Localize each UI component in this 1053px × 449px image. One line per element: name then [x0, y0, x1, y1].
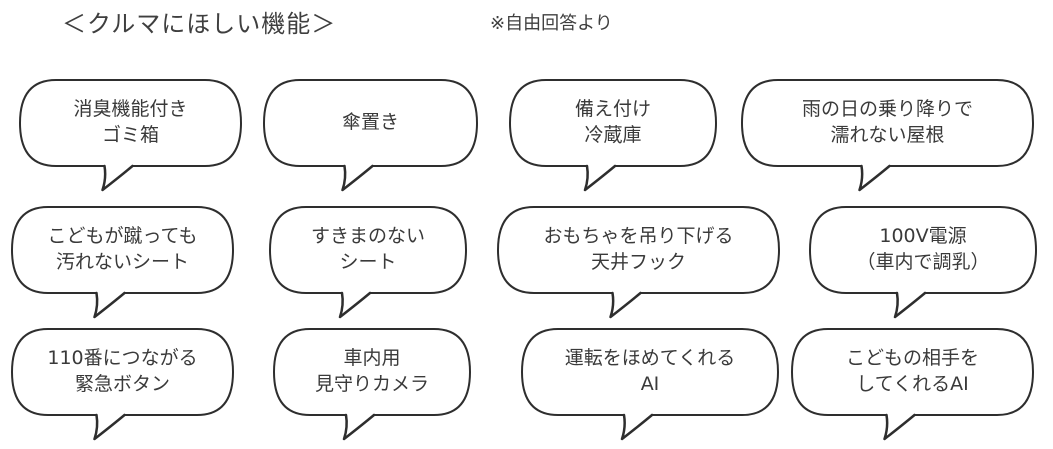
- bubble-body: [497, 206, 780, 294]
- speech-bubble-outline: [11, 206, 234, 319]
- bubble-text-line: 冷蔵庫: [584, 124, 642, 146]
- speech-bubble-kick-proof-seat: こどもが蹴っても汚れないシート: [10, 205, 235, 325]
- bubble-text-line: シート: [339, 251, 397, 273]
- speech-bubble-babysitting-ai: こどもの相手をしてくれるAI: [790, 327, 1035, 447]
- speech-bubble-built-in-fridge: 備え付け冷蔵庫: [508, 78, 718, 198]
- speech-bubble-praising-ai: 運転をほめてくれる AI: [520, 327, 780, 447]
- bubble-text: 雨の日の乗り降りで濡れない屋根: [740, 78, 1035, 168]
- bubble-tail: [342, 413, 376, 441]
- bubble-text: 110番につながる緊急ボタン: [10, 327, 235, 417]
- bubble-tail: [858, 164, 891, 192]
- bubble-text-line: 見守りカメラ: [314, 373, 429, 395]
- bubble-text: 車内用見守りカメラ: [272, 327, 472, 417]
- bubble-text-line: 110番につながる: [47, 347, 198, 370]
- bubble-text-line: 傘置き: [341, 111, 399, 134]
- bubble-text: 傘置き: [262, 78, 479, 168]
- page-title: ＜クルマにほしい機能＞: [62, 10, 337, 38]
- bubble-body: [19, 79, 242, 167]
- speech-bubble-emergency-button: 110番につながる緊急ボタン: [10, 327, 235, 447]
- bubble-text: こどもの相手をしてくれるAI: [790, 327, 1035, 417]
- bubble-text-line: 運転をほめてくれる: [564, 347, 736, 370]
- bubble-tail: [338, 291, 372, 319]
- bubble-text-line: （車内で調乳）: [856, 251, 990, 273]
- bubble-tail: [620, 413, 654, 441]
- bubble-text: 消臭機能付きゴミ箱: [18, 78, 243, 168]
- bubble-text: すきまのないシート: [268, 205, 468, 295]
- speech-bubble-outline: [11, 328, 234, 441]
- bubble-text-line: 100V電源: [879, 225, 967, 248]
- bubble-text-line: 濡れない屋根: [830, 124, 945, 146]
- bubble-text-line: 車内用: [343, 347, 401, 370]
- bubble-body: [809, 206, 1037, 294]
- bubble-text-line: 消臭機能付き: [73, 98, 188, 121]
- speech-bubble-watch-camera: 車内用見守りカメラ: [272, 327, 472, 447]
- bubble-text: おもちゃを吊り下げる天井フック: [496, 205, 781, 295]
- bubble-text-line: こどもが蹴っても: [47, 225, 198, 248]
- bubble-text: こどもが蹴っても汚れないシート: [10, 205, 235, 295]
- bubble-body: [11, 206, 234, 294]
- bubble-tail: [609, 291, 642, 319]
- speech-bubble-outline: [497, 206, 780, 319]
- bubble-tail: [341, 164, 374, 192]
- bubble-text: 備え付け冷蔵庫: [508, 78, 718, 168]
- bubble-text-line: こどもの相手を: [845, 347, 979, 370]
- bubble-tail: [93, 291, 126, 319]
- speech-bubble-outline: [741, 79, 1034, 192]
- speech-bubble-outline: [19, 79, 242, 192]
- speech-bubble-outline: [273, 328, 471, 441]
- speech-bubble-gapless-seat: すきまのないシート: [268, 205, 468, 325]
- bubble-tail: [93, 413, 126, 441]
- speech-bubble-outline: [521, 328, 779, 441]
- bubble-body: [509, 79, 717, 167]
- speech-bubble-outline: [791, 328, 1034, 441]
- speech-bubble-outline: [509, 79, 717, 192]
- page-note: ※自由回答より: [490, 13, 613, 34]
- bubble-body: [791, 328, 1034, 416]
- bubble-body: [273, 328, 471, 416]
- bubble-body: [11, 328, 234, 416]
- speech-bubble-outline: [809, 206, 1037, 319]
- bubble-text-line: すきまのない: [310, 225, 425, 248]
- speech-bubble-rain-roof: 雨の日の乗り降りで濡れない屋根: [740, 78, 1035, 198]
- bubble-body: [741, 79, 1034, 167]
- bubble-text: 運転をほめてくれる AI: [520, 327, 780, 417]
- bubble-text-line: 天井フック: [590, 251, 686, 273]
- bubble-body: [269, 206, 467, 294]
- bubble-text-line: 汚れないシート: [55, 251, 189, 273]
- bubble-text-line: してくれるAI: [856, 373, 969, 395]
- speech-bubble-outline: [263, 79, 478, 192]
- bubble-body: [263, 79, 478, 167]
- bubble-tail: [583, 164, 617, 192]
- bubble-text: 100V電源 （車内で調乳）: [808, 205, 1038, 295]
- speech-bubble-deodorizing-trash-bin: 消臭機能付きゴミ箱: [18, 78, 243, 198]
- bubble-tail: [893, 291, 927, 319]
- bubble-body: [521, 328, 779, 416]
- bubble-text-line: 雨の日の乗り降りで: [801, 98, 973, 121]
- bubble-text-line: AI: [640, 373, 660, 395]
- bubble-text-line: 緊急ボタン: [74, 373, 170, 395]
- speech-bubble-power-outlet: 100V電源 （車内で調乳）: [808, 205, 1038, 325]
- bubble-text-line: ゴミ箱: [101, 124, 159, 146]
- bubble-tail: [101, 164, 134, 192]
- bubble-text-line: 備え付け: [574, 98, 651, 121]
- speech-bubble-outline: [269, 206, 467, 319]
- bubble-text-line: おもちゃを吊り下げる: [543, 225, 734, 248]
- speech-bubble-toy-hook: おもちゃを吊り下げる天井フック: [496, 205, 781, 325]
- bubble-tail: [883, 413, 916, 441]
- speech-bubble-umbrella-holder: 傘置き: [262, 78, 479, 198]
